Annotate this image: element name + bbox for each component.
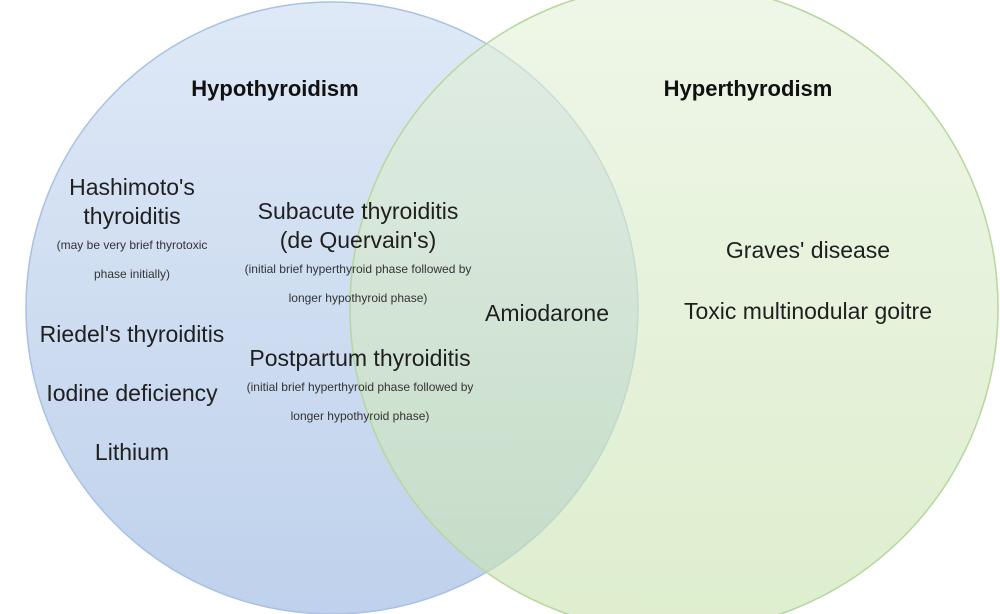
postpartum-note-line2: longer hypothyroid phase) xyxy=(290,409,430,423)
iodine-deficiency-item: Iodine deficiency xyxy=(46,380,218,406)
hashimoto-label-line2: thyroiditis xyxy=(83,203,181,229)
graves-disease-item: Graves' disease xyxy=(725,237,891,263)
hashimoto-note-line2: phase initially) xyxy=(93,267,171,281)
hypothyroidism-title: Hypothyroidism xyxy=(191,76,359,101)
lithium-item: Lithium xyxy=(94,439,170,465)
amiodarone-item: Amiodarone xyxy=(484,300,610,326)
subacute-note-line1: (initial brief hyperthyroid phase follow… xyxy=(244,262,472,276)
riedel-thyroiditis-item: Riedel's thyroiditis xyxy=(39,321,225,347)
postpartum-label: Postpartum thyroiditis xyxy=(249,345,471,371)
subacute-label-line1: Subacute thyroiditis xyxy=(257,198,459,224)
hashimoto-item: Hashimoto's thyroiditis (may be very bri… xyxy=(57,173,208,289)
hyperthyroidism-circle xyxy=(349,0,999,614)
postpartum-note-line1: (initial brief hyperthyroid phase follow… xyxy=(246,380,474,394)
subacute-label-line2: (de Quervain's) xyxy=(279,227,437,253)
hashimoto-note-line1: (may be very brief thyrotoxic xyxy=(56,238,208,252)
subacute-note-line2: longer hypothyroid phase) xyxy=(288,291,428,305)
subacute-thyroiditis-item: Subacute thyroiditis (de Quervain's) (in… xyxy=(245,197,472,313)
hyperthyroidism-title: Hyperthyrodism xyxy=(663,76,833,101)
hashimoto-label-line1: Hashimoto's xyxy=(69,174,195,200)
postpartum-thyroiditis-item: Postpartum thyroiditis (initial brief hy… xyxy=(247,344,474,431)
toxic-multinodular-goitre-item: Toxic multinodular goitre xyxy=(683,298,933,324)
